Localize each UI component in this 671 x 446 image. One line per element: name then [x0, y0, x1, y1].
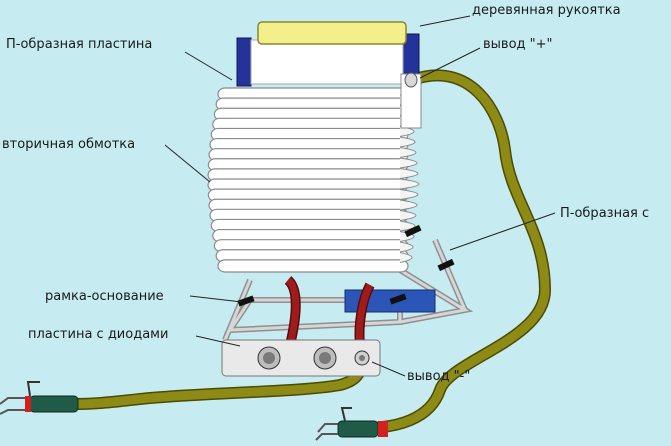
- coil-side-turn: [399, 252, 413, 263]
- diode-plate: [221, 339, 381, 377]
- coil-turn: [217, 259, 409, 273]
- coil-side-turn: [399, 189, 419, 200]
- coil-side-turn: [399, 241, 414, 253]
- coil-side-turn: [399, 147, 417, 158]
- wooden-handle: [257, 21, 407, 45]
- electrode-holder-left: [0, 381, 79, 415]
- label-frame-base: рамка-основание: [45, 289, 164, 304]
- label-output-minus: вывод "-": [407, 369, 471, 384]
- cables: [69, 69, 552, 434]
- coil-side-turn: [399, 178, 420, 190]
- coil-side-turn: [399, 157, 418, 169]
- label-output-plus: вывод "+": [483, 37, 553, 52]
- coil-side-turn: [399, 168, 419, 179]
- label-secondary-winding: вторичная обмотка: [2, 137, 136, 152]
- coil-side-turn: [399, 210, 417, 221]
- positive-terminal: [400, 72, 422, 129]
- diode-nut-1: [257, 346, 281, 370]
- electrode-holder-right: [315, 407, 388, 441]
- diode-nut-2: [313, 346, 337, 370]
- label-u-plate-right: П-образная с: [560, 206, 650, 221]
- u-plate: [236, 33, 420, 87]
- frame-clips: [237, 224, 455, 307]
- coil-side-turn: [399, 136, 416, 148]
- coil-side-turn: [399, 199, 418, 211]
- secondary-winding-coil: [207, 87, 420, 273]
- label-u-plate-top: П-образная пластина: [6, 37, 153, 52]
- label-wooden-handle: деревянная рукоятка: [472, 3, 621, 18]
- coil-side-turn: [399, 220, 416, 232]
- negative-terminal-bolt: [354, 350, 370, 366]
- leader-lines: [164, 15, 556, 377]
- label-diode-plate: пластина с диодами: [28, 327, 169, 342]
